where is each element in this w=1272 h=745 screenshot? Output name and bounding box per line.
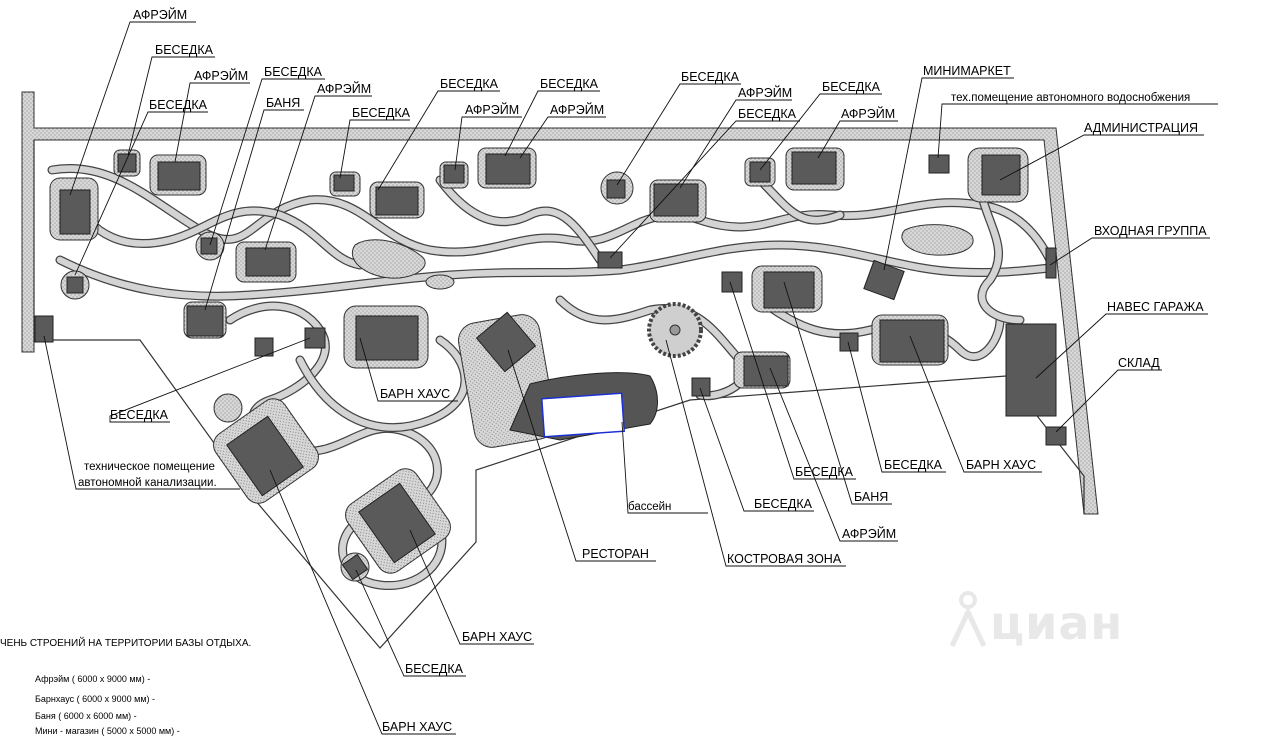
warehouse-building: [1045, 426, 1067, 446]
buildings: [34, 147, 1067, 582]
aframe-2: [157, 161, 201, 191]
legend-item-banya: Баня ( 6000 х 6000 мм) -: [35, 711, 137, 721]
label-fire-zone: КОСТРОВАЯ ЗОНА: [727, 552, 842, 566]
aframe-6: [653, 183, 699, 217]
labels: АФРЭЙМ БЕСЕДКА АФРЭЙМ БЕСЕДКА БЕСЕДКА БА…: [78, 7, 1207, 734]
label-gazebo-10: БЕСЕДКА: [884, 458, 943, 472]
label-aframe-4: АФРЭЙМ: [465, 102, 519, 117]
label-water-room: тех.помещение автономного водоснобжения: [951, 92, 1190, 104]
entrance-gate: [1045, 247, 1057, 279]
legend-title: ЧЕНЬ СТРОЕНИЙ НА ТЕРРИТОРИИ БАЗЫ ОТДЫХА.: [0, 638, 252, 649]
gazebo-6: [606, 179, 626, 199]
label-gazebo-1: БЕСЕДКА: [149, 98, 208, 112]
gazebo-11: [691, 377, 711, 397]
label-gazebo-3: БЕСЕДКА: [264, 65, 323, 79]
label-gazebo-9: БЕСЕДКА: [822, 80, 881, 94]
gazebo-10: [839, 332, 859, 352]
legend-item-minimarket: Мини - магазин ( 5000 х 5000 мм) -: [35, 726, 180, 736]
legend-item-aframe: Афрэйм ( 6000 х 9000 мм) -: [35, 674, 151, 684]
watermark: циан: [948, 590, 1148, 660]
ponds: [352, 224, 974, 290]
label-entrance: ВХОДНАЯ ГРУППА: [1094, 224, 1207, 238]
legend-item-barnhouse: Барнхаус ( 6000 х 9000 мм) -: [35, 694, 156, 704]
label-aframe-2: АФРЭЙМ: [194, 68, 248, 83]
label-administration: АДМИНИСТРАЦИЯ: [1084, 121, 1198, 135]
label-gazebo-8: БЕСЕДКА: [738, 107, 797, 121]
label-gazebo-7: БЕСЕДКА: [681, 70, 740, 84]
aframe-7: [791, 151, 837, 185]
label-aframe-5: АФРЭЙМ: [550, 102, 604, 117]
label-gazebo-4: БЕСЕДКА: [352, 106, 411, 120]
minimarket-building: [863, 259, 905, 301]
gazebo-4: [333, 174, 355, 192]
aframe-4: [375, 186, 419, 216]
label-pool: бассейн: [628, 501, 671, 513]
gazebo-8: [749, 161, 771, 183]
water-tech-room: [928, 154, 950, 174]
label-gazebo-2: БЕСЕДКА: [155, 43, 214, 57]
aframe-5: [485, 153, 531, 185]
walkways: [47, 164, 1055, 591]
banya-1: [186, 305, 224, 337]
label-warehouse: СКЛАД: [1118, 356, 1160, 370]
administration-building: [981, 154, 1021, 196]
sewer-tech-room: [34, 315, 54, 343]
label-garage-canopy: НАВЕС ГАРАЖА: [1107, 300, 1204, 314]
barnhouse-3: [226, 415, 304, 497]
label-barnhouse-1: БАРН ХАУС: [966, 458, 1036, 472]
banya-3: [743, 355, 789, 387]
garage-canopy: [1005, 323, 1057, 417]
gazebo-12: [304, 327, 326, 349]
label-aframe-8: АФРЭЙМ: [842, 526, 896, 541]
cian-logo-icon: [949, 591, 987, 648]
gazebo-2: [117, 153, 137, 173]
aframe-3: [245, 247, 291, 277]
gazebo-1: [66, 276, 84, 294]
pond-east: [901, 224, 974, 256]
label-gazebo-14: БЕСЕДКА: [405, 662, 464, 676]
gazebo-5: [443, 164, 465, 184]
leader-lines: [43, 21, 1218, 735]
label-banya-1: БАНЯ: [266, 96, 300, 110]
barnhouse-2: [355, 315, 419, 361]
label-banya-2: БАНЯ: [854, 490, 888, 504]
pond-west: [352, 239, 426, 279]
label-barnhouse-2: БАРН ХАУС: [380, 387, 450, 401]
label-barnhouse-3: БАРН ХАУС: [382, 720, 452, 734]
label-aframe-7: АФРЭЙМ: [841, 106, 895, 121]
label-gazebo-5: БЕСЕДКА: [440, 77, 499, 91]
banya-2: [763, 271, 815, 309]
watermark-text: циан: [990, 596, 1124, 650]
label-minimarket: МИНИМАРКЕТ: [923, 64, 1011, 78]
gazebo-9: [721, 271, 743, 293]
label-aframe-6: АФРЭЙМ: [738, 85, 792, 100]
aframe-1: [59, 189, 91, 235]
label-sewer-room-line1: техническое помещение: [84, 461, 215, 473]
label-aframe-1: АФРЭЙМ: [133, 7, 187, 22]
label-gazebo-12: БЕСЕДКА: [110, 408, 169, 422]
label-gazebo-6: БЕСЕДКА: [540, 77, 599, 91]
label-gazebo-9b: БЕСЕДКА: [795, 465, 854, 479]
label-sewer-room-line2: автономной канализации.: [78, 477, 217, 489]
gazebo-3: [200, 237, 218, 255]
restaurant-building: [475, 311, 537, 373]
label-restaurant: РЕСТОРАН: [582, 547, 649, 561]
label-barnhouse-4: БАРН ХАУС: [462, 630, 532, 644]
gazebo-14: [341, 553, 369, 581]
label-aframe-3: АФРЭЙМ: [317, 81, 371, 96]
gazebo-7: [597, 251, 623, 269]
pool: [540, 392, 626, 438]
label-gazebo-11: БЕСЕДКА: [754, 497, 813, 511]
